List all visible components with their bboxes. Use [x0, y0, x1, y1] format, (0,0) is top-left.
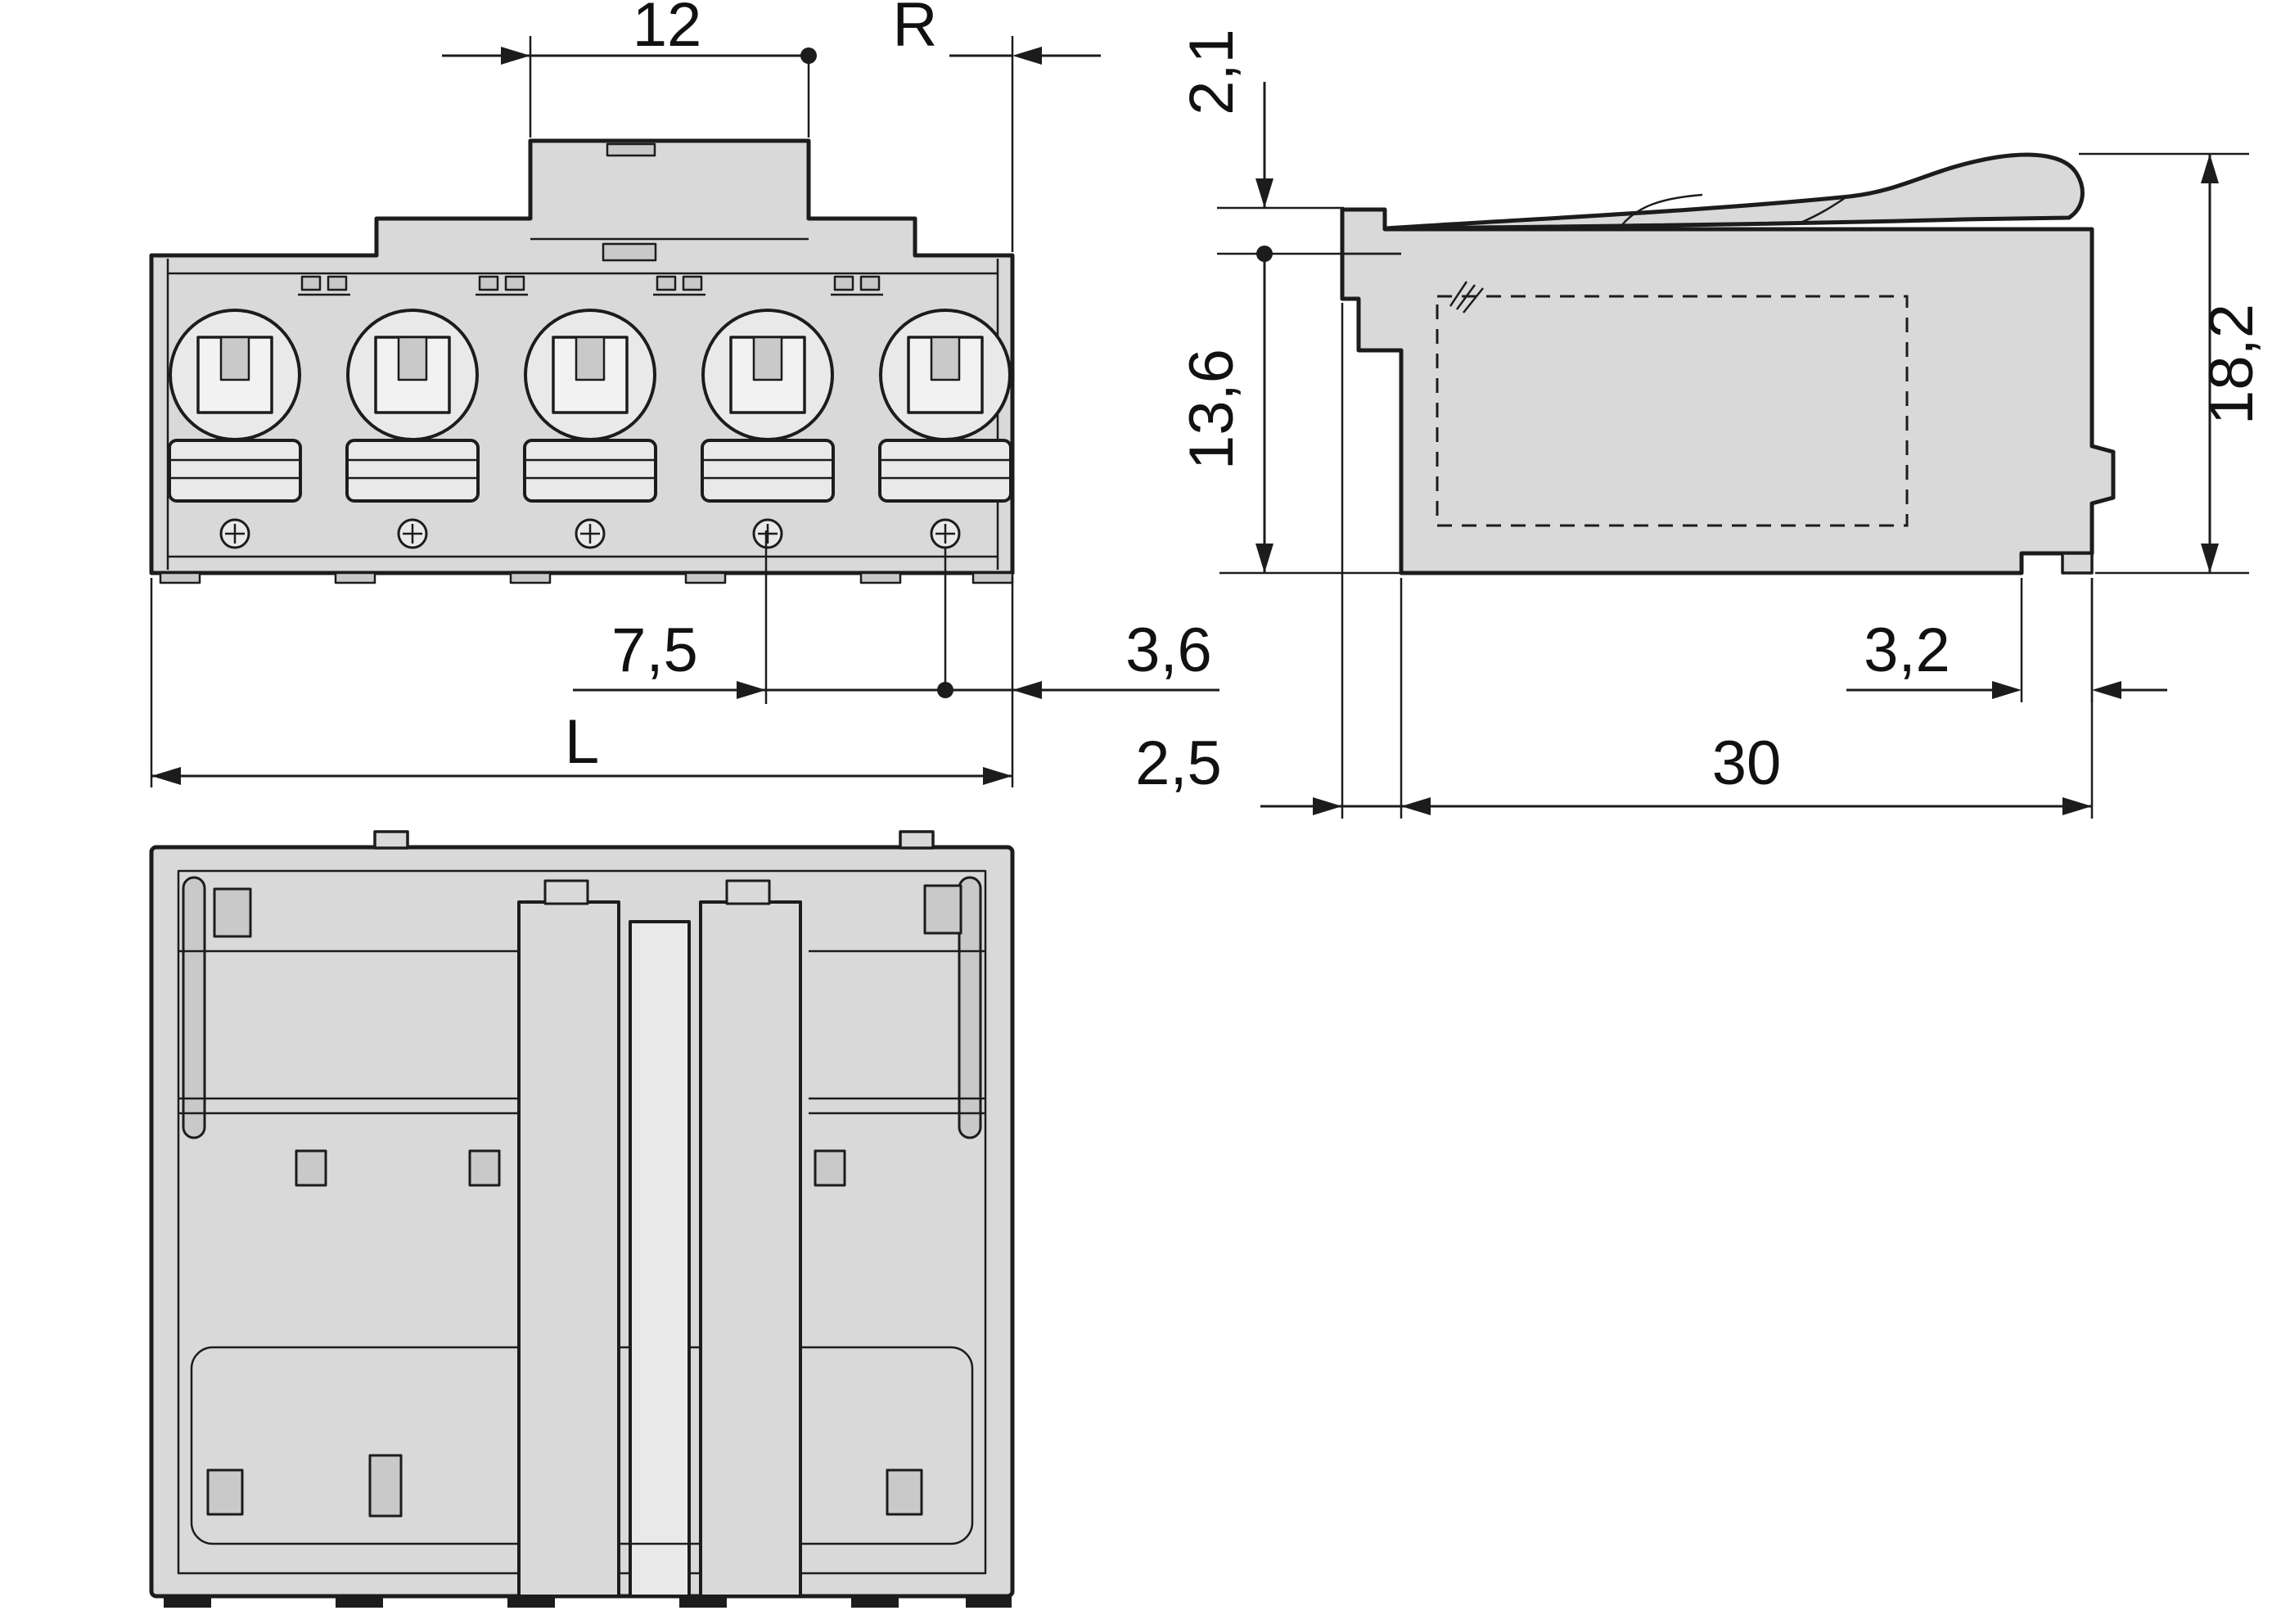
bottom-hole-top-right	[923, 884, 962, 935]
bottom-foot-3	[507, 1596, 555, 1608]
hidden-conductor-cavity	[1436, 295, 1909, 527]
overall-height-label: 18,2	[2197, 304, 2266, 425]
bottom-hole-top-left	[213, 887, 252, 938]
dim-rear-offset-and-depth: 2,5 30	[1135, 303, 2094, 819]
arrowhead-down	[1255, 544, 1273, 573]
lever-contour-line	[1620, 193, 1703, 228]
bottom-center-rail-left	[517, 900, 620, 1598]
arrowhead-right	[983, 767, 1012, 785]
overall-length-label: L	[565, 707, 599, 777]
tab-width-label: 12	[633, 0, 702, 60]
rear-offset-label: 2,5	[1135, 729, 1222, 798]
arrowhead-left	[1401, 797, 1431, 815]
dim-body-height: 13,6	[1177, 254, 1401, 575]
bottom-hole-mid-2	[468, 1149, 501, 1187]
bottom-hole-low-1	[206, 1468, 244, 1516]
bottom-foot-5	[851, 1596, 899, 1608]
bottom-foot-1	[164, 1596, 211, 1608]
side-body-outline	[1340, 207, 2116, 575]
front-foot-4	[684, 571, 727, 584]
arrowhead-right	[737, 681, 766, 699]
bottom-center-rail-right	[699, 900, 802, 1598]
arrowhead-left	[1012, 681, 1042, 699]
pole-pitch-label: 7,5	[611, 616, 698, 685]
arrowhead-right	[501, 47, 530, 65]
bottom-rail-notch-right	[725, 879, 771, 905]
latch-depth-label: 3,2	[1864, 616, 1950, 685]
arrowhead-up	[2201, 154, 2219, 183]
front-foot-2	[334, 571, 376, 584]
front-foot-6	[971, 571, 1014, 584]
bottom-foot-4	[679, 1596, 727, 1608]
bottom-rail-notch-left	[543, 879, 589, 905]
dim-tab-width: 12	[442, 0, 809, 138]
bottom-top-tab-1	[373, 830, 409, 850]
dim-overall-length: L	[150, 578, 1014, 787]
bottom-right-channel	[958, 876, 982, 1139]
dim-latch-depth: 3,2	[1846, 578, 2167, 702]
bottom-left-channel	[182, 876, 206, 1139]
dim-pole-pitch-and-edge: 7,5 3,6	[573, 530, 1219, 704]
overall-depth-label: 30	[1712, 729, 1782, 798]
arrowhead-left	[151, 767, 181, 785]
bottom-top-tab-2	[899, 830, 935, 850]
bottom-hole-low-2	[368, 1454, 403, 1518]
arrowhead-left	[2092, 681, 2121, 699]
lever-contour-line	[1800, 196, 1846, 224]
bottom-hole-low-3	[886, 1468, 923, 1516]
bottom-hole-mid-3	[814, 1149, 846, 1187]
reference-label: R	[893, 0, 938, 60]
front-tab-base-notch	[602, 242, 657, 262]
bottom-foot-2	[336, 1596, 383, 1608]
arrowhead-right	[2062, 797, 2092, 815]
arrowhead-right	[1313, 797, 1342, 815]
side-view	[1340, 152, 2116, 575]
front-view	[149, 138, 1015, 584]
dim-reference: R	[800, 0, 1101, 252]
side-lever	[1384, 152, 2085, 231]
front-foot-5	[859, 571, 902, 584]
top-offset-label: 2,1	[1177, 29, 1246, 115]
arrowhead-down	[2201, 544, 2219, 573]
arrowhead-left	[1012, 47, 1042, 65]
edge-to-pole-label: 3,6	[1125, 616, 1212, 685]
front-tab-notch	[606, 142, 656, 157]
side-foot	[2061, 552, 2094, 575]
bottom-center-slot	[629, 920, 691, 1598]
dim-overall-height: 18,2	[2079, 152, 2266, 575]
arrowhead-down	[1255, 178, 1273, 208]
spring-clamp-symbol	[1449, 281, 1484, 314]
body-height-label: 13,6	[1177, 349, 1246, 470]
front-foot-1	[159, 571, 201, 584]
bottom-foot-6	[966, 1596, 1012, 1608]
front-foot-3	[509, 571, 552, 584]
bottom-view	[149, 830, 1015, 1608]
arrowhead-right	[1992, 681, 2022, 699]
bottom-hole-mid-1	[295, 1149, 327, 1187]
